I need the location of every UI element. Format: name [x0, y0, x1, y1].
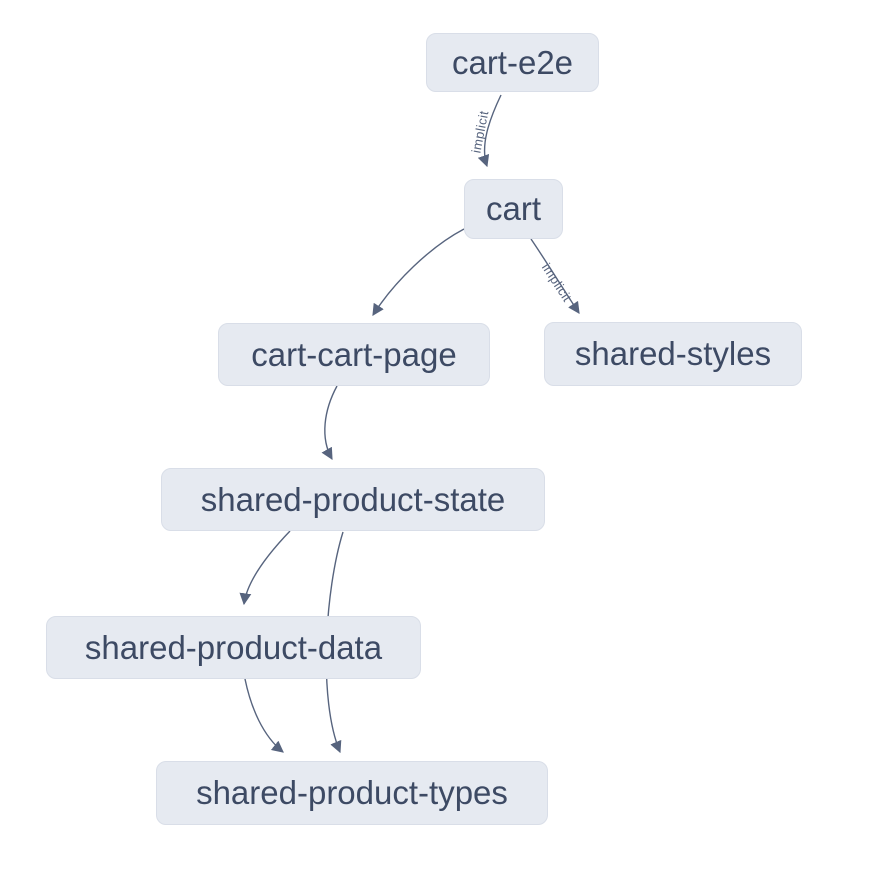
graph-node-cart-e2e[interactable]: cart-e2e: [426, 33, 599, 92]
edge-label-cart-e2e-to-cart: implicit: [468, 109, 491, 154]
graph-node-shared-product-data[interactable]: shared-product-data: [46, 616, 421, 679]
edge-shared-product-state-to-shared-product-data: [239, 530, 291, 606]
graph-node-shared-product-types[interactable]: shared-product-types: [156, 761, 548, 825]
node-label-cart: cart: [485, 190, 541, 227]
edge-cart-e2e-to-cart: [477, 94, 502, 168]
node-label-shared-product-data: shared-product-data: [84, 628, 383, 666]
node-label-shared-product-state: shared-product-state: [200, 480, 506, 518]
edge-shared-product-data-to-shared-product-types: [244, 678, 284, 753]
edge-cart-cart-page-to-shared-product-state: [321, 385, 338, 461]
graph-node-cart[interactable]: cart: [464, 179, 563, 239]
node-label-cart-cart-page: cart-cart-page: [251, 335, 457, 373]
graph-node-cart-cart-page[interactable]: cart-cart-page: [218, 323, 490, 386]
graph-node-shared-product-state[interactable]: shared-product-state: [161, 468, 545, 531]
edge-cart-to-cart-cart-page: [372, 228, 465, 317]
edge-label-cart-to-shared-styles: implicit: [539, 260, 575, 304]
node-label-shared-styles: shared-styles: [574, 335, 772, 372]
edge-cart-to-shared-styles: [530, 238, 580, 314]
node-label-cart-e2e: cart-e2e: [451, 43, 574, 81]
node-label-shared-product-types: shared-product-types: [196, 774, 508, 811]
graph-node-shared-styles[interactable]: shared-styles: [544, 322, 802, 386]
